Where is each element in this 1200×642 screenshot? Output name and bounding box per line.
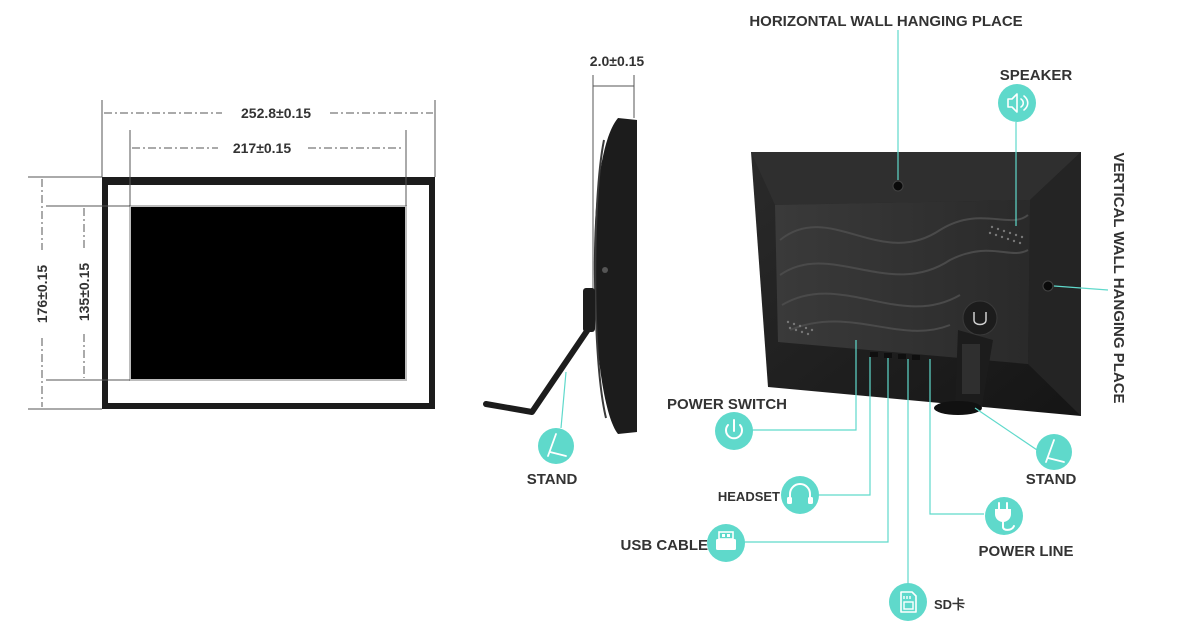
dimension-outer-height [28, 176, 102, 410]
power-line-label: POWER LINE [978, 543, 1073, 560]
horizontal-hanging-label: HORIZONTAL WALL HANGING PLACE [749, 13, 1022, 30]
sd-card-icon [889, 583, 927, 621]
sd-card-label: SD卡 [934, 597, 965, 612]
speaker-label: SPEAKER [1000, 67, 1073, 84]
side-body [593, 118, 637, 434]
horizontal-hanging-hole [892, 180, 904, 192]
back-panel [775, 200, 1030, 364]
usb-leader [744, 358, 889, 543]
dimension-inner-width [129, 130, 407, 206]
back-panel-waves [779, 214, 1029, 332]
headset-label: HEADSET [718, 489, 780, 504]
stand-side-icon [538, 428, 574, 464]
back-frame-bevel-right [1028, 152, 1081, 416]
power-line-leader [929, 359, 984, 515]
speaker-grill-top [988, 225, 1024, 245]
plug-icon [985, 497, 1023, 535]
front-screen [129, 205, 407, 381]
usb-icon [707, 524, 745, 562]
vertical-hanging-hole [1042, 280, 1054, 292]
stand-side-label: STAND [527, 471, 578, 488]
side-view: 2.0±0.15 STAND [483, 53, 645, 488]
stand-back-leader [974, 407, 1041, 453]
headphones-icon [781, 476, 819, 514]
dimension-outer-width [101, 100, 436, 177]
back-stand [934, 300, 998, 415]
usb-cable-label: USB CABLE [620, 537, 708, 554]
dimension-outer-height-label: 176±0.15 [34, 265, 50, 324]
port-row [870, 352, 920, 360]
vertical-hanging-label: VERTICAL WALL HANGING PLACE [1110, 152, 1127, 403]
side-hanging-hole [602, 267, 608, 273]
side-stand-leg [483, 325, 592, 415]
power-icon [715, 412, 753, 450]
side-stand-hinge [583, 288, 595, 332]
dimension-thickness [592, 75, 635, 300]
dimension-inner-height-label: 135±0.15 [76, 263, 92, 322]
stand-back-label: STAND [1026, 471, 1077, 488]
headset-leader [818, 357, 871, 496]
power-switch-label: POWER SWITCH [667, 396, 787, 413]
dimension-thickness-label: 2.0±0.15 [590, 53, 645, 69]
stand-side-leader [560, 371, 567, 429]
power-switch-leader [752, 340, 857, 431]
dimension-outer-width-label: 252.8±0.15 [241, 105, 311, 121]
dimension-inner-height [46, 205, 130, 381]
front-view: 252.8±0.15 217±0.15 176±0.15 135±0.15 [28, 100, 436, 410]
speaker-icon [998, 84, 1036, 122]
speaker-grill-bottom [786, 320, 814, 336]
vertical-hanging-leader [1053, 285, 1109, 291]
stand-back-icon [1036, 434, 1072, 470]
back-frame-bevel-top [751, 152, 1081, 205]
back-view: HORIZONTAL WALL HANGING PLACE SPEAKER VE… [620, 13, 1127, 621]
leader-lines [744, 30, 1109, 585]
side-edge-highlight [594, 139, 607, 419]
dimension-inner-width-label: 217±0.15 [233, 140, 292, 156]
